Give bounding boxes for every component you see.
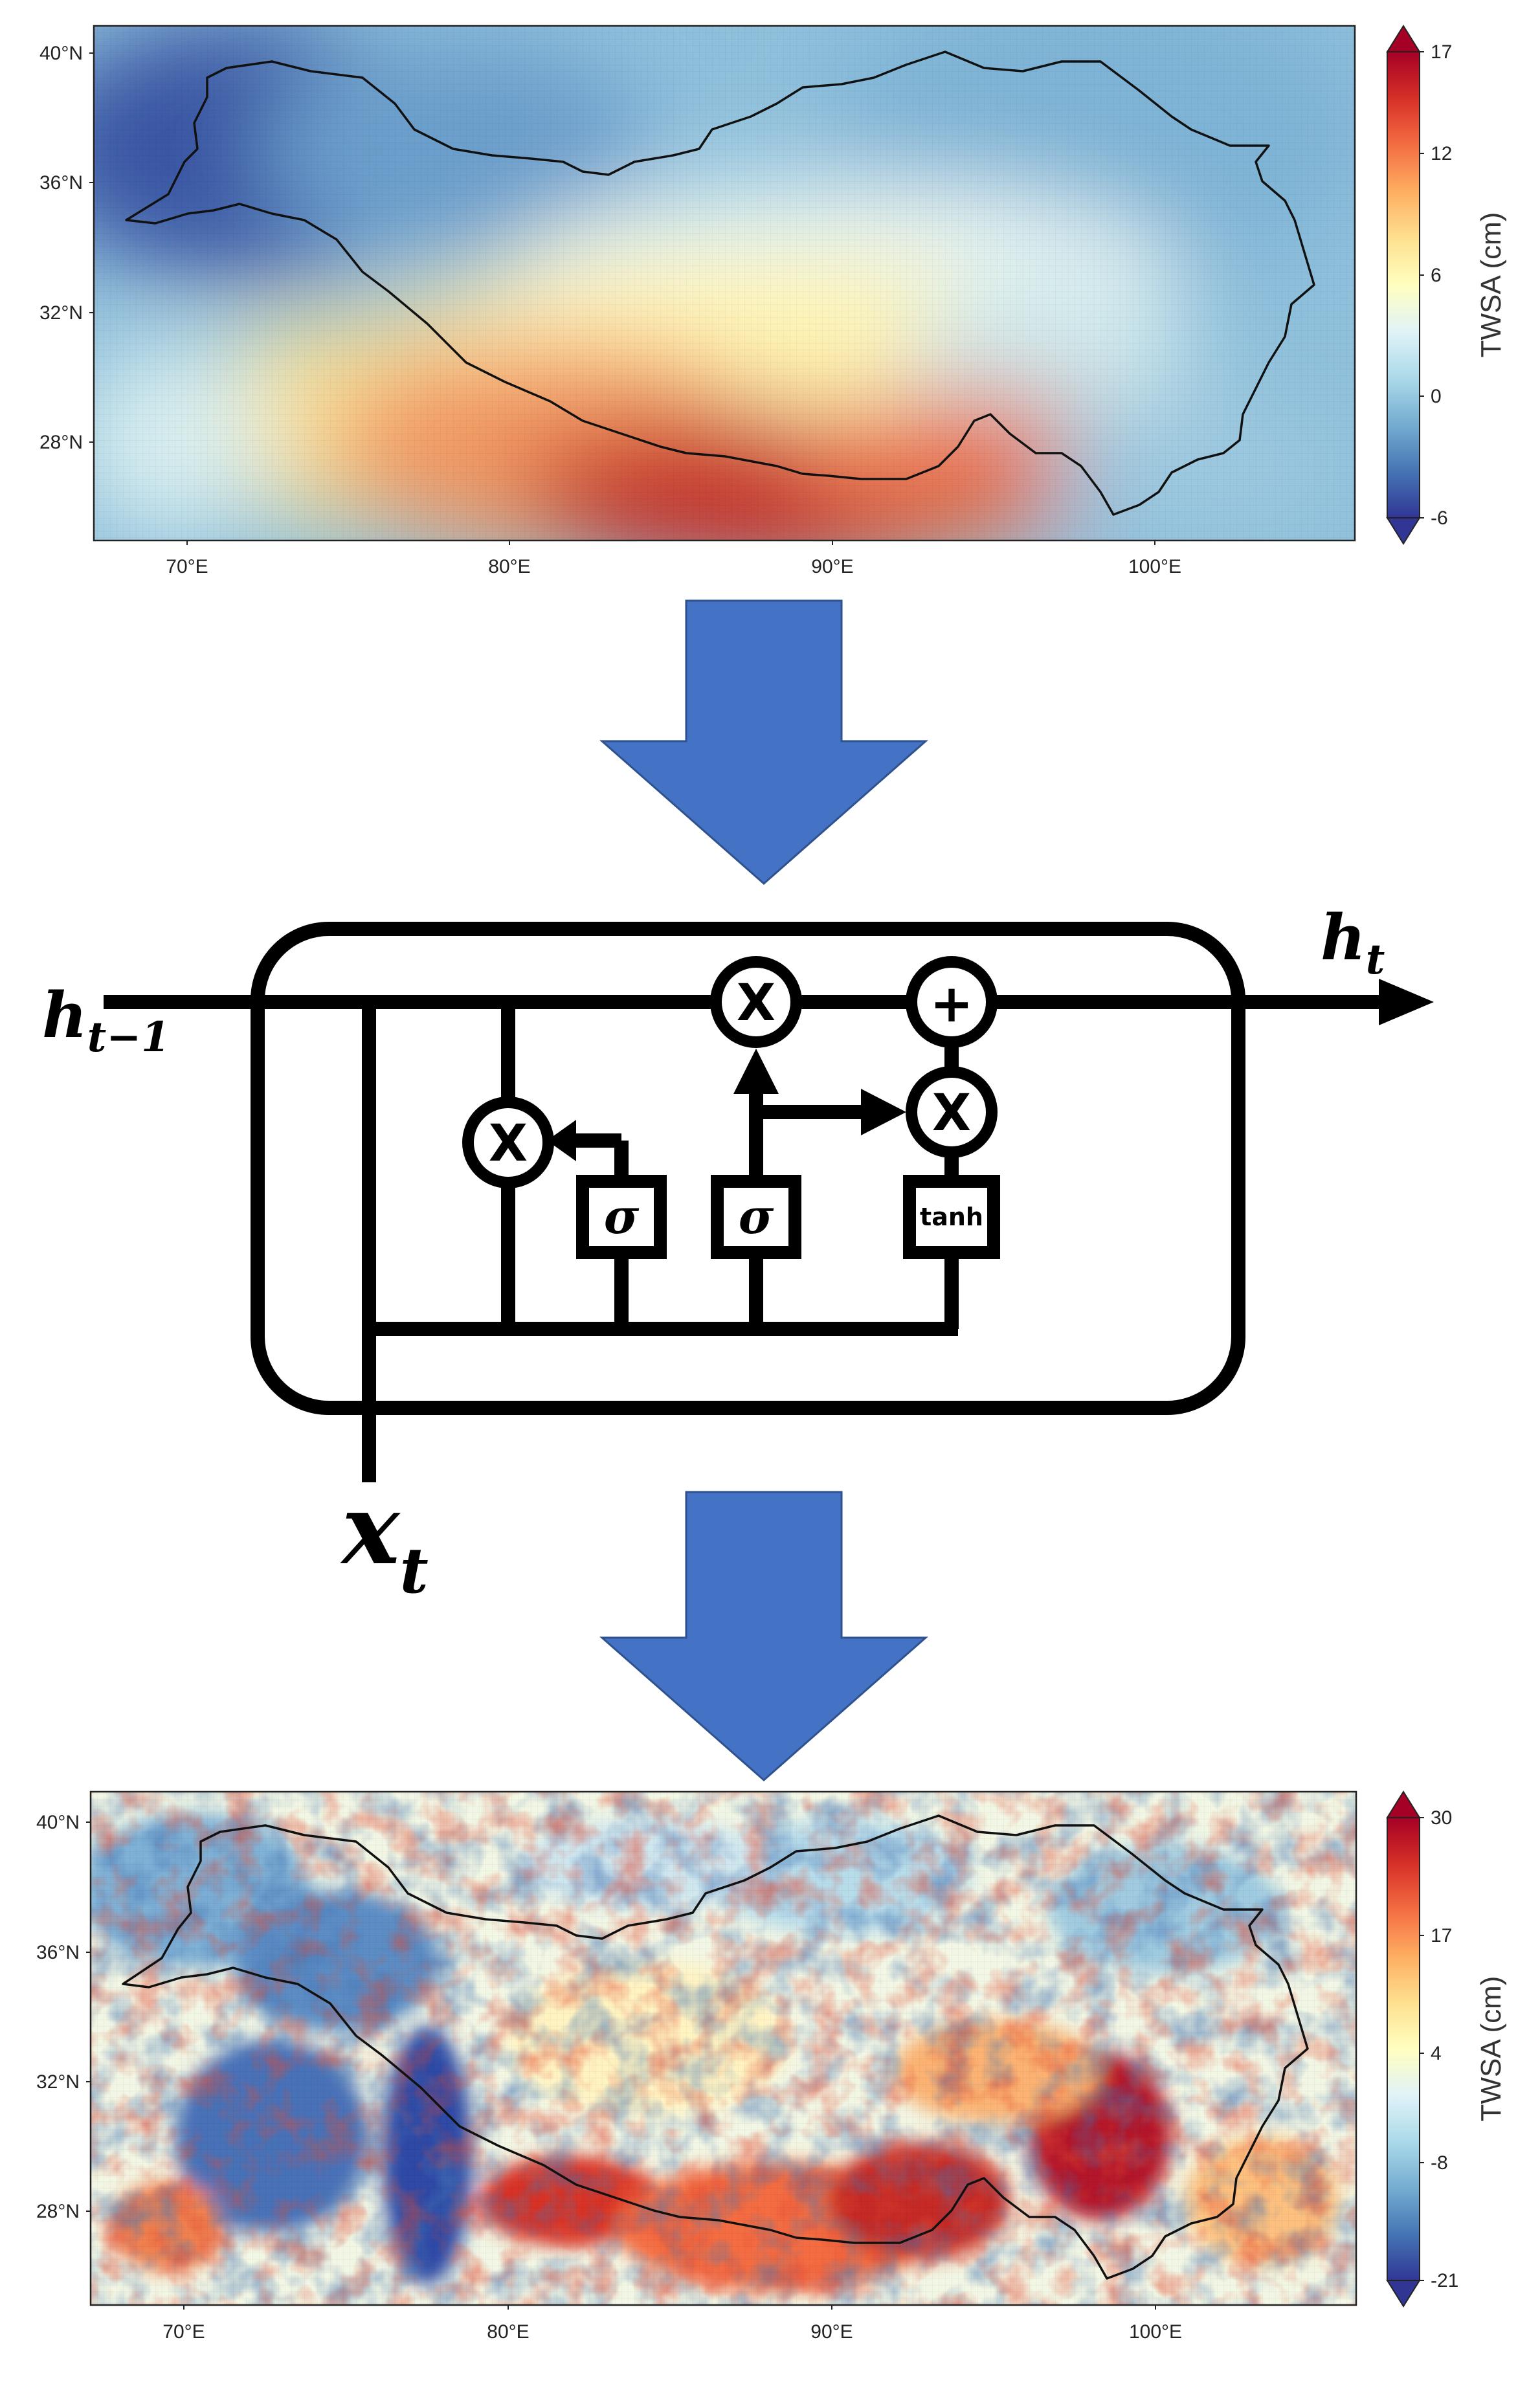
output-colorbar-tick: 4 — [1431, 2043, 1442, 2064]
output-colorbar: 30 17 4 -8 -21 TWSA (cm) — [1386, 1790, 1507, 2308]
lstm-cell-diagram: X σ σ X tanh X + ht−1 ht xt — [42, 901, 1434, 1607]
input-lon-tick: 90°E — [811, 556, 853, 577]
input-map-basin-outline — [125, 50, 1315, 516]
input-colorbar-tick: 17 — [1431, 41, 1452, 63]
output-map-basin-outline — [122, 1814, 1309, 2280]
input-map-lon-axis: 70°E 80°E 90°E 100°E — [166, 540, 1181, 577]
lstm-cell-box — [251, 922, 1245, 1415]
output-lat-tick: 40°N — [36, 1812, 80, 1833]
input-colorbar-tick: -6 — [1431, 507, 1448, 529]
output-lat-tick: 32°N — [36, 2071, 80, 2093]
input-map-field — [94, 26, 1355, 540]
input-map-frame — [93, 25, 1356, 542]
multiply-symbol: X — [737, 974, 776, 1032]
output-map-field — [91, 1792, 1356, 2305]
output-multiply-node — [906, 1066, 998, 1158]
forget-multiply-node — [462, 1097, 554, 1188]
tanh-label: tanh — [920, 1203, 983, 1231]
output-map-lat-axis: 40°N 36°N 32°N 28°N — [36, 1812, 91, 2222]
input-lat-tick: 32°N — [39, 302, 83, 324]
sigma-symbol: σ — [739, 1189, 774, 1245]
input-x-label: xt — [340, 1473, 429, 1607]
input-colorbar-label: TWSA (cm) — [1475, 212, 1507, 358]
input-lon-tick: 80°E — [488, 556, 530, 577]
output-colorbar-label: TWSA (cm) — [1475, 1976, 1507, 2122]
input-colorbar: 17 12 6 0 -6 TWSA (cm) — [1386, 25, 1507, 545]
output-lon-tick: 70°E — [162, 2321, 205, 2343]
input-colorbar-tick: 6 — [1431, 265, 1442, 286]
forget-gate — [576, 1175, 667, 1259]
down-arrow-1 — [599, 599, 928, 885]
multiply-symbol: X — [932, 1084, 971, 1142]
input-gate — [711, 1175, 801, 1259]
multiply-symbol: X — [489, 1115, 528, 1173]
memory-multiply-node — [710, 956, 802, 1048]
input-colorbar-tick: 0 — [1431, 386, 1442, 407]
plus-symbol: + — [930, 974, 973, 1034]
input-lat-tick: 28°N — [39, 432, 83, 453]
input-colorbar-tick: 12 — [1431, 143, 1452, 164]
input-map-lat-axis: 40°N 36°N 32°N 28°N — [39, 43, 94, 453]
input-map: 40°N 36°N 32°N 28°N 70°E 80°E 90°E 100°E — [39, 25, 1507, 577]
output-colorbar-tick: 17 — [1431, 1925, 1452, 1946]
tanh-gate — [903, 1175, 1000, 1259]
output-lon-tick: 90°E — [810, 2321, 853, 2343]
input-lat-tick: 36°N — [39, 172, 83, 194]
add-node — [906, 956, 998, 1048]
output-map: 40°N 36°N 32°N 28°N 70°E 80°E 90°E 100°E… — [36, 1790, 1507, 2343]
output-lat-tick: 28°N — [36, 2201, 80, 2222]
hidden-prev-label: ht−1 — [42, 979, 170, 1062]
input-lon-tick: 70°E — [166, 556, 208, 577]
output-arrowhead — [1379, 979, 1434, 1025]
output-map-frame — [89, 1790, 1357, 2306]
input-lon-tick: 100°E — [1128, 556, 1181, 577]
output-colorbar-tick: -21 — [1431, 2270, 1458, 2291]
hidden-current-label: ht — [1321, 901, 1385, 984]
output-lon-tick: 100°E — [1129, 2321, 1182, 2343]
output-lat-tick: 36°N — [36, 1942, 80, 1963]
input-lat-tick: 40°N — [39, 43, 83, 64]
output-colorbar-tick: 30 — [1431, 1807, 1452, 1829]
down-arrow-2 — [599, 1491, 928, 1781]
sigma-symbol: σ — [604, 1189, 640, 1245]
output-map-lon-axis: 70°E 80°E 90°E 100°E — [162, 2305, 1182, 2343]
output-colorbar-tick: -8 — [1431, 2152, 1448, 2174]
output-lon-tick: 80°E — [487, 2321, 529, 2343]
